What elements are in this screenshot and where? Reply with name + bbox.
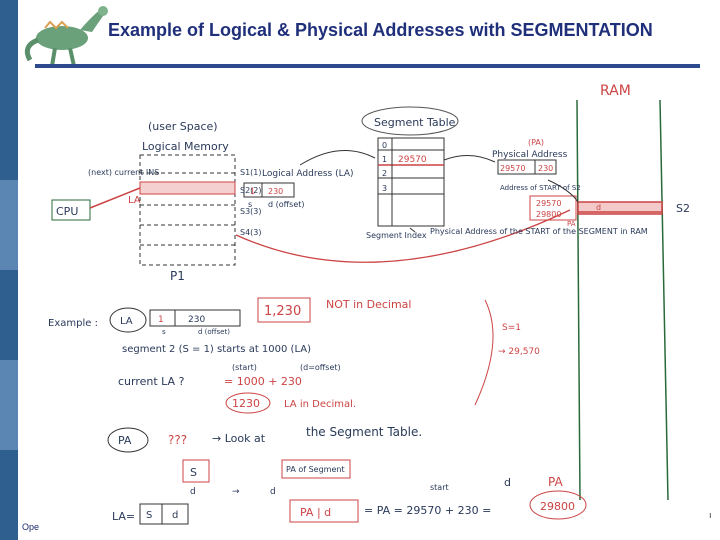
look-at: → Look at bbox=[212, 432, 266, 445]
physical-address-box bbox=[497, 159, 577, 221]
pa-d-box-label: PA | d bbox=[300, 506, 331, 519]
pa-final-circle bbox=[529, 490, 587, 520]
ex-s-value: 1 bbox=[158, 315, 164, 325]
arrow-eq: → bbox=[232, 487, 240, 497]
ram-addr2: 29800 bbox=[536, 210, 561, 219]
eq2-suffix: LA in Decimal. bbox=[284, 399, 356, 410]
pa-paren: (PA) bbox=[528, 138, 544, 147]
s-eq1: S=1 bbox=[502, 323, 521, 333]
example-label: Example : bbox=[48, 318, 98, 329]
s-label: s bbox=[248, 200, 252, 209]
user-space-label: (user Space) bbox=[148, 120, 218, 133]
seg-row-2: 2 bbox=[382, 169, 387, 178]
ram-label: RAM bbox=[600, 83, 631, 99]
ex-la-box bbox=[149, 309, 241, 327]
footer-text: Ope bbox=[22, 522, 40, 532]
pa-d-box bbox=[289, 499, 359, 523]
next-ins-label: (next) current INS bbox=[88, 168, 159, 177]
pa-of-seg-box bbox=[281, 459, 351, 479]
la-to-table-arrow bbox=[299, 149, 376, 166]
la-d-value: 230 bbox=[268, 187, 283, 196]
pa-label2: PA bbox=[548, 475, 563, 489]
ex-d-label: d (offset) bbox=[198, 328, 230, 336]
segment-table-title: Segment Table bbox=[374, 116, 456, 129]
d3-label: d bbox=[504, 476, 511, 489]
qqq: ??? bbox=[168, 433, 187, 447]
slide-title: Example of Logical & Physical Addresses … bbox=[108, 20, 653, 40]
s3-label: S3(3) bbox=[240, 207, 262, 216]
ram-block bbox=[576, 99, 669, 501]
logical-memory-box bbox=[139, 154, 236, 266]
start2-label: start bbox=[430, 483, 449, 492]
logical-memory-label: Logical Memory bbox=[142, 140, 229, 153]
cpu-label: CPU bbox=[56, 205, 78, 218]
la-sd-box bbox=[139, 503, 189, 525]
ram-pa-label: PA bbox=[567, 220, 576, 228]
seg-row-3: 3 bbox=[382, 184, 387, 193]
pa-eq: = PA = 29570 + 230 = bbox=[364, 504, 491, 517]
not-decimal: NOT in Decimal bbox=[326, 298, 411, 311]
the-seg-table: the Segment Table. bbox=[306, 425, 422, 439]
logical-address-box bbox=[243, 182, 295, 198]
cpu-box bbox=[51, 199, 91, 221]
s1-label: S1(1) bbox=[240, 168, 262, 177]
s4-label: S4(3) bbox=[240, 228, 262, 237]
ex-1230-circle bbox=[225, 392, 271, 414]
segment-table bbox=[361, 106, 459, 227]
eq1: = 1000 + 230 bbox=[224, 375, 302, 388]
la-eq: LA= bbox=[112, 510, 135, 523]
segment-curve bbox=[235, 209, 571, 263]
ram-d-label: d bbox=[596, 203, 601, 212]
p1-label: P1 bbox=[170, 269, 185, 283]
ex-la: LA bbox=[120, 316, 133, 327]
seg-row-1: 1 bbox=[382, 155, 387, 164]
s2-label-left: S2(2) bbox=[240, 186, 262, 195]
ram-addr1: 29570 bbox=[536, 199, 561, 208]
current-la: current LA ? bbox=[118, 375, 185, 388]
pa-box1: 29570 bbox=[500, 164, 525, 173]
pa-to-ram-arrow bbox=[547, 179, 579, 203]
physical-address-label: Physical Address bbox=[492, 150, 568, 160]
pa-note: Physical Address of the START of the SEG… bbox=[430, 227, 648, 236]
eq2-value: 1230 bbox=[232, 397, 260, 410]
offset-label: (d=offset) bbox=[300, 363, 341, 372]
ex-s-label: s bbox=[162, 328, 166, 336]
sidebar-strip bbox=[0, 0, 18, 540]
cpu-arrow bbox=[89, 187, 141, 209]
d-offset-label: d (offset) bbox=[268, 200, 305, 209]
arrow-29570: → 29,570 bbox=[498, 347, 540, 357]
la-label: LA bbox=[128, 195, 141, 206]
ex-d-value: 230 bbox=[188, 315, 205, 325]
pa-of-seg: PA of Segment bbox=[286, 465, 345, 474]
la-s-value: 1 bbox=[250, 187, 255, 196]
ex-1230-box bbox=[257, 297, 311, 323]
seg-row-0: 0 bbox=[382, 141, 387, 150]
ex-pa-circle bbox=[107, 427, 149, 453]
pa-final: 29800 bbox=[540, 500, 575, 513]
d1-label: d bbox=[190, 487, 196, 497]
ex-pa: PA bbox=[118, 434, 132, 447]
la-s2: S bbox=[146, 510, 152, 521]
la-d2: d bbox=[172, 510, 178, 521]
start-label: (start) bbox=[232, 363, 257, 372]
address-of-start: Address of START of S2 bbox=[500, 184, 581, 192]
ex-la-circle bbox=[109, 307, 147, 333]
footer-right-mark: ı bbox=[709, 510, 712, 520]
logical-address-label: Logical Address (LA) bbox=[262, 169, 354, 179]
s-box-label: S bbox=[190, 466, 197, 479]
segment2-line: segment 2 (S = 1) starts at 1000 (LA) bbox=[122, 344, 311, 355]
lookup-curve bbox=[474, 299, 494, 406]
ex-1230: 1,230 bbox=[264, 304, 301, 319]
s2-ram-label: S2 bbox=[676, 202, 690, 215]
table-to-pa-arrow bbox=[443, 155, 496, 163]
segment-index-label: Segment Index bbox=[366, 231, 427, 240]
seg-row1-value: 29570 bbox=[398, 155, 427, 165]
title-rule bbox=[35, 64, 700, 68]
d2-label: d bbox=[270, 487, 276, 497]
s-box bbox=[182, 459, 210, 483]
dinosaur-logo bbox=[24, 6, 108, 67]
pa-box2: 230 bbox=[538, 164, 553, 173]
